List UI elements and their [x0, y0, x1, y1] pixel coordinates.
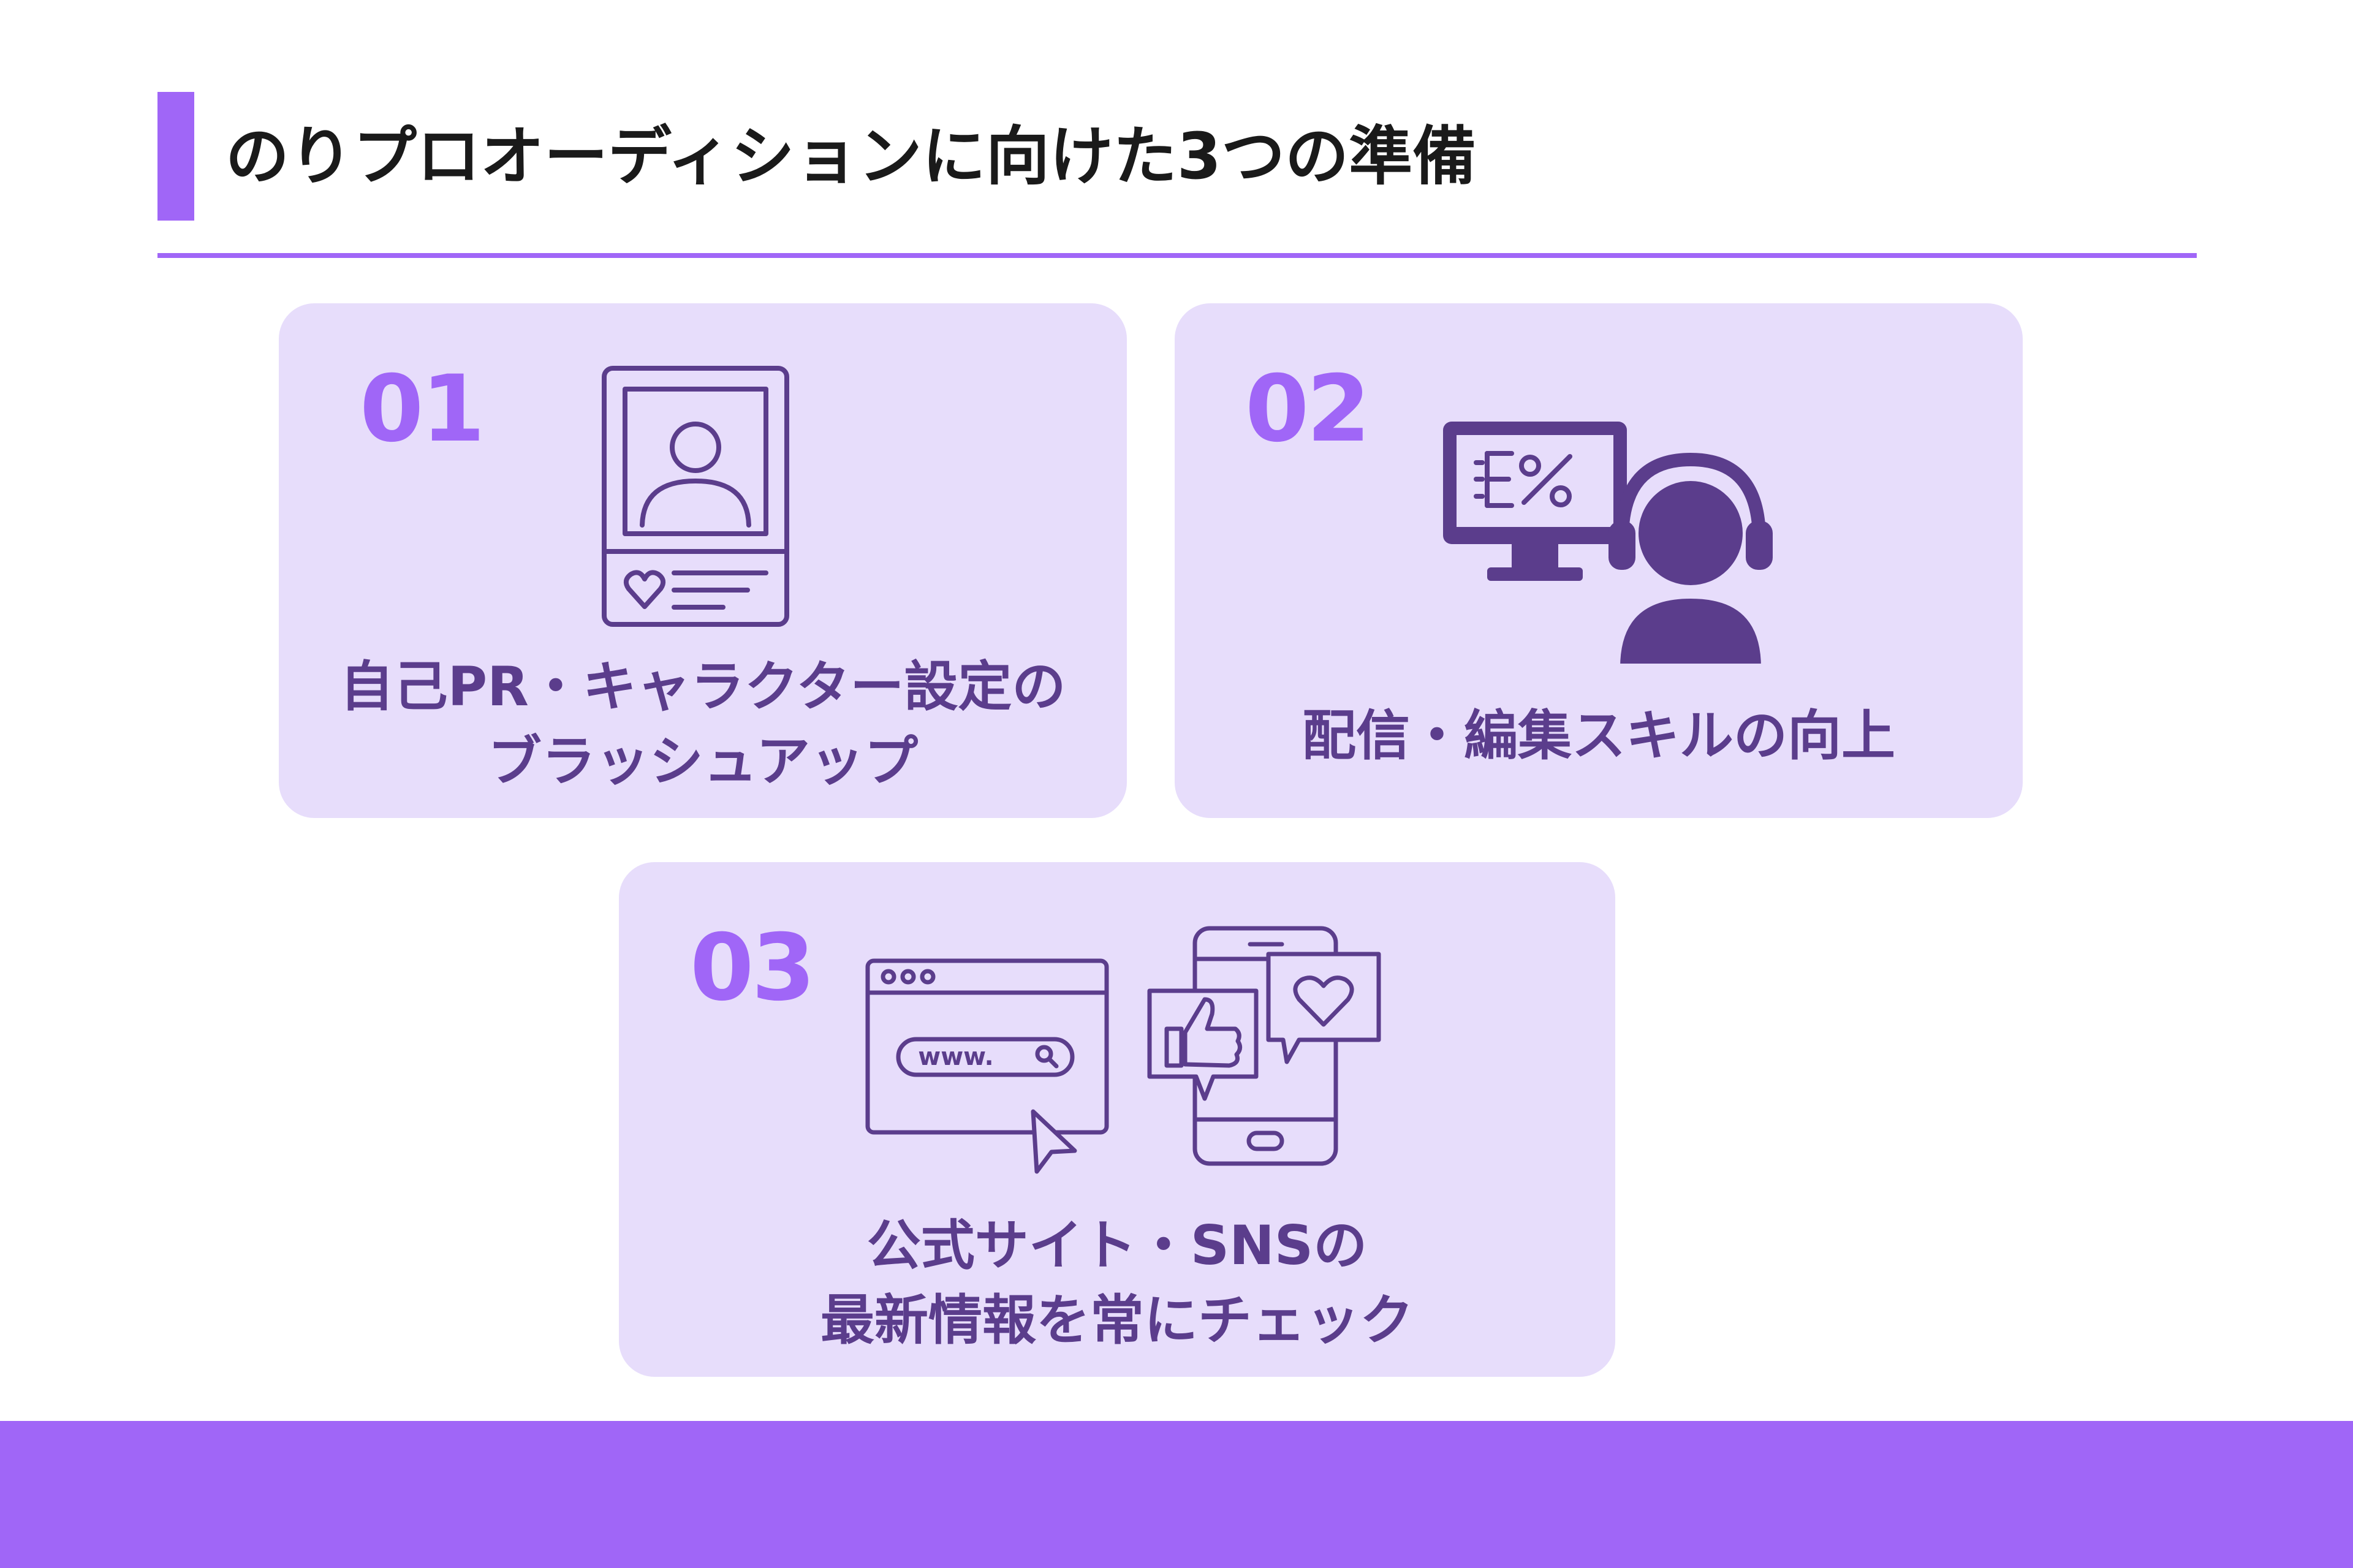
card-2: 02 配信・編集スキルの向上 — [1175, 303, 2023, 818]
card-text-line: 公式サイト・SNSの — [866, 1214, 1368, 1277]
footer-band — [0, 1421, 2353, 1568]
title-divider — [157, 253, 2197, 258]
title-accent-bar — [157, 92, 194, 221]
profile-card-icon — [602, 366, 789, 627]
card-text-line: 配信・編集スキルの向上 — [1302, 704, 1895, 767]
card-1: 01 自己PR・キャラクター設定の ブラッシュアップ — [279, 303, 1127, 818]
card-text-line: ブラッシュアップ — [487, 730, 919, 793]
streamer-editing-icon — [1443, 422, 1773, 672]
url-text: www. — [918, 1043, 994, 1071]
page-title: のりプロオーディションに向けた3つの準備 — [225, 119, 1477, 194]
web-browser-icon: www. — [865, 958, 1109, 1174]
card-text-line: 最新情報を常にチェック — [820, 1289, 1414, 1352]
card-text-line: 自己PR・キャラクター設定の — [339, 655, 1066, 718]
card-3: 03 www. 公式サイト・SNSの 最新情報を常にチェック — [619, 862, 1615, 1377]
card-number: 02 — [1245, 356, 1371, 463]
card-number: 03 — [690, 915, 816, 1021]
smartphone-social-icon — [1147, 926, 1381, 1166]
card-number: 01 — [360, 356, 485, 463]
